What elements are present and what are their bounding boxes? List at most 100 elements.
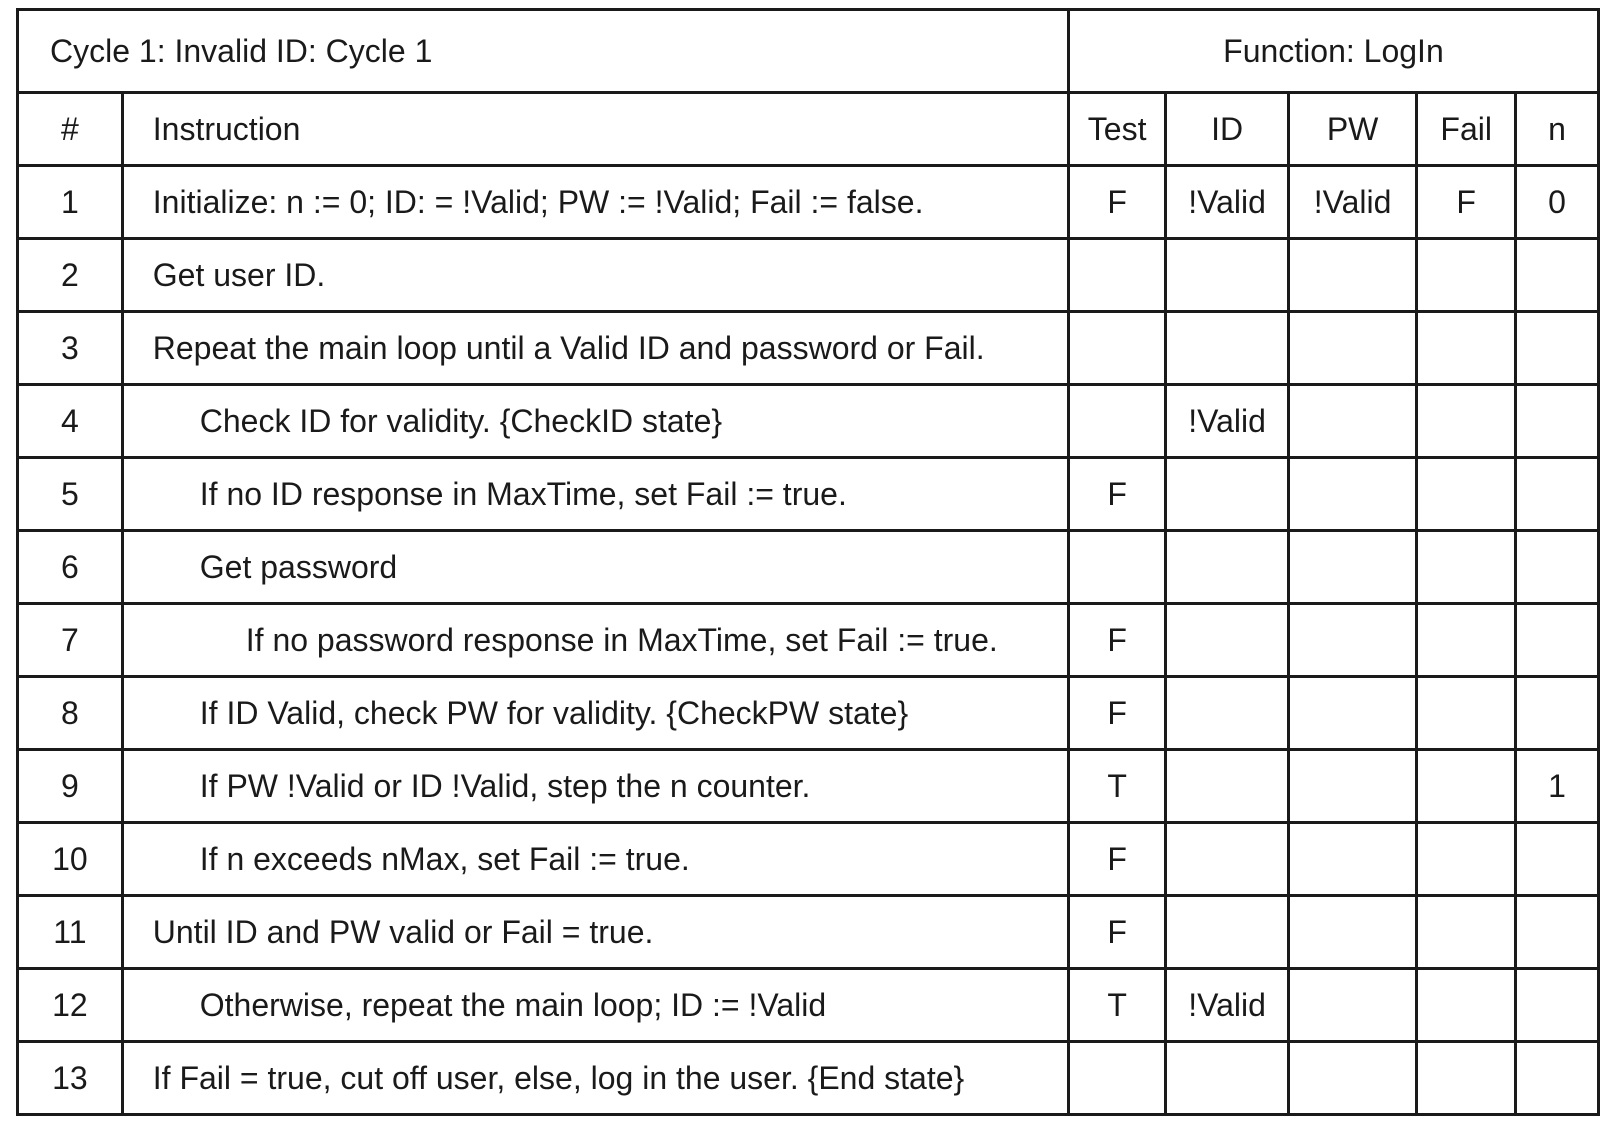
- test-value: T: [1066, 967, 1168, 1043]
- id-value: [1164, 821, 1290, 897]
- step-number: 7: [16, 602, 124, 678]
- id-value: [1164, 237, 1290, 313]
- test-value: F: [1066, 602, 1168, 678]
- column-header-num: #: [16, 91, 124, 167]
- instruction-text: Repeat the main loop until a Valid ID an…: [120, 310, 1070, 386]
- instruction-text: Initialize: n := 0; ID: = !Valid; PW := …: [120, 164, 1070, 240]
- n-value: 1: [1513, 748, 1601, 824]
- test-value: F: [1066, 456, 1168, 532]
- instruction-text: If n exceeds nMax, set Fail := true.: [120, 821, 1070, 897]
- test-value: F: [1066, 821, 1168, 897]
- id-value: !Valid: [1164, 164, 1290, 240]
- id-value: [1164, 1040, 1290, 1116]
- pw-value: [1286, 748, 1419, 824]
- test-value: [1066, 383, 1168, 459]
- step-number: 4: [16, 383, 124, 459]
- table-title-row: Cycle 1: Invalid ID: Cycle 1 Function: L…: [16, 8, 1601, 94]
- n-value: [1513, 675, 1601, 751]
- column-header-pw: PW: [1286, 91, 1419, 167]
- step-number: 13: [16, 1040, 124, 1116]
- fail-value: [1415, 675, 1517, 751]
- test-value: F: [1066, 675, 1168, 751]
- instruction-text: Otherwise, repeat the main loop; ID := !…: [120, 967, 1070, 1043]
- cycle-title: Cycle 1: Invalid ID: Cycle 1: [16, 8, 1070, 94]
- n-value: [1513, 383, 1601, 459]
- n-value: [1513, 1040, 1601, 1116]
- test-value: F: [1066, 894, 1168, 970]
- n-value: [1513, 237, 1601, 313]
- instruction-text: If PW !Valid or ID !Valid, step the n co…: [120, 748, 1070, 824]
- trace-table: Cycle 1: Invalid ID: Cycle 1 Function: L…: [16, 8, 1601, 1116]
- column-header-test: Test: [1066, 91, 1168, 167]
- test-value: [1066, 237, 1168, 313]
- column-header-id: ID: [1164, 91, 1290, 167]
- n-value: [1513, 529, 1601, 605]
- id-value: [1164, 894, 1290, 970]
- id-value: !Valid: [1164, 383, 1290, 459]
- pw-value: [1286, 1040, 1419, 1116]
- instruction-text: Until ID and PW valid or Fail = true.: [120, 894, 1070, 970]
- fail-value: [1415, 529, 1517, 605]
- function-title: Function: LogIn: [1066, 8, 1601, 94]
- id-value: [1164, 748, 1290, 824]
- step-number: 11: [16, 894, 124, 970]
- fail-value: [1415, 894, 1517, 970]
- id-value: [1164, 675, 1290, 751]
- step-number: 5: [16, 456, 124, 532]
- step-number: 2: [16, 237, 124, 313]
- column-header-instruction: Instruction: [120, 91, 1070, 167]
- instruction-text: If Fail = true, cut off user, else, log …: [120, 1040, 1070, 1116]
- pw-value: !Valid: [1286, 164, 1419, 240]
- fail-value: [1415, 967, 1517, 1043]
- n-value: [1513, 310, 1601, 386]
- n-value: 0: [1513, 164, 1601, 240]
- pw-value: [1286, 675, 1419, 751]
- pw-value: [1286, 529, 1419, 605]
- fail-value: F: [1415, 164, 1517, 240]
- fail-value: [1415, 1040, 1517, 1116]
- fail-value: [1415, 602, 1517, 678]
- id-value: [1164, 529, 1290, 605]
- step-number: 1: [16, 164, 124, 240]
- pw-value: [1286, 821, 1419, 897]
- instruction-text: Get password: [120, 529, 1070, 605]
- step-number: 6: [16, 529, 124, 605]
- column-header-row: # Instruction Test ID PW Fail n: [16, 91, 1601, 167]
- test-value: [1066, 310, 1168, 386]
- n-value: [1513, 456, 1601, 532]
- fail-value: [1415, 456, 1517, 532]
- instruction-text: If no password response in MaxTime, set …: [120, 602, 1070, 678]
- id-value: !Valid: [1164, 967, 1290, 1043]
- n-value: [1513, 967, 1601, 1043]
- step-number: 9: [16, 748, 124, 824]
- instruction-text: If no ID response in MaxTime, set Fail :…: [120, 456, 1070, 532]
- test-value: F: [1066, 164, 1168, 240]
- column-header-n: n: [1513, 91, 1601, 167]
- fail-value: [1415, 748, 1517, 824]
- instruction-text: If ID Valid, check PW for validity. {Che…: [120, 675, 1070, 751]
- pw-value: [1286, 602, 1419, 678]
- step-number: 10: [16, 821, 124, 897]
- instruction-text: Get user ID.: [120, 237, 1070, 313]
- pw-value: [1286, 237, 1419, 313]
- column-header-fail: Fail: [1415, 91, 1517, 167]
- fail-value: [1415, 310, 1517, 386]
- fail-value: [1415, 383, 1517, 459]
- step-number: 8: [16, 675, 124, 751]
- pw-value: [1286, 456, 1419, 532]
- fail-value: [1415, 821, 1517, 897]
- instruction-text: Check ID for validity. {CheckID state}: [120, 383, 1070, 459]
- id-value: [1164, 456, 1290, 532]
- pw-value: [1286, 383, 1419, 459]
